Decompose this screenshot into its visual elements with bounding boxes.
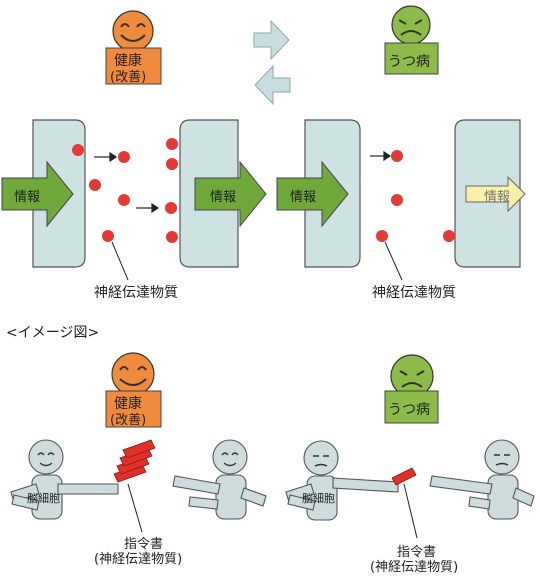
letters-stack-icon [113, 439, 156, 483]
healthy-label-bottom: 健康 [114, 396, 142, 412]
release-arrows [94, 150, 392, 214]
command-pointer-right [403, 483, 418, 539]
healthy-label-box-top [105, 47, 162, 85]
sad-sender-face [313, 455, 329, 467]
command-sub-right: (神経伝達物質) [370, 560, 459, 575]
neuro-pointer-right [384, 241, 403, 281]
left-arrow-icon [254, 64, 291, 106]
info-arrow-1 [1, 160, 74, 228]
sad-receiver-face [494, 454, 510, 466]
figure-right-receiver [429, 439, 535, 520]
depressed-label-box-bottom [384, 390, 439, 424]
neuro-label-left: 神経伝達物質 [94, 285, 178, 301]
info-label-weak: 情報 [484, 190, 511, 205]
info-label-3: 情報 [290, 190, 317, 205]
depressed-label-top: うつ病 [388, 54, 430, 70]
brain-cell-label-right: 脳細胞 [302, 492, 335, 505]
info-arrow-2 [194, 160, 267, 228]
healthy-label-box-bottom [105, 390, 162, 428]
healthy-face-bottom [111, 352, 155, 396]
healthy-sub-top: (改善) [110, 70, 147, 85]
image-caption: <イメージ図> [6, 325, 100, 341]
command-label-left: 指令書 [124, 537, 164, 552]
info-label-1: 情報 [14, 190, 41, 205]
depressed-label-box-top [384, 42, 439, 75]
figure-right-sender [285, 440, 399, 521]
healthy-face-top [112, 10, 154, 52]
info-arrow-weak [465, 175, 526, 213]
info-label-2: 情報 [210, 190, 237, 205]
figure-left-sender [10, 439, 119, 520]
neuro-label-right: 神経伝達物質 [372, 285, 456, 301]
receiver-face-features [221, 452, 239, 467]
depressed-face-bottom [390, 354, 434, 398]
command-sub-left: (神経伝達物質) [94, 552, 183, 567]
depressed-face-top [391, 5, 431, 45]
sender-face-features [37, 452, 55, 467]
command-pointer-left [127, 483, 143, 533]
single-letter-icon [391, 467, 417, 486]
command-label-right: 指令書 [397, 545, 437, 560]
info-arrow-3 [276, 160, 349, 228]
figure-left-receiver [172, 439, 267, 520]
healthy-label-top: 健康 [114, 53, 142, 69]
healthy-sub-bottom: (改善) [110, 413, 147, 428]
neuro-pointer-left [111, 241, 129, 281]
brain-cell-label-left: 脳細胞 [27, 492, 60, 505]
right-arrow-icon [253, 19, 290, 61]
depressed-label-bottom: うつ病 [388, 402, 430, 418]
